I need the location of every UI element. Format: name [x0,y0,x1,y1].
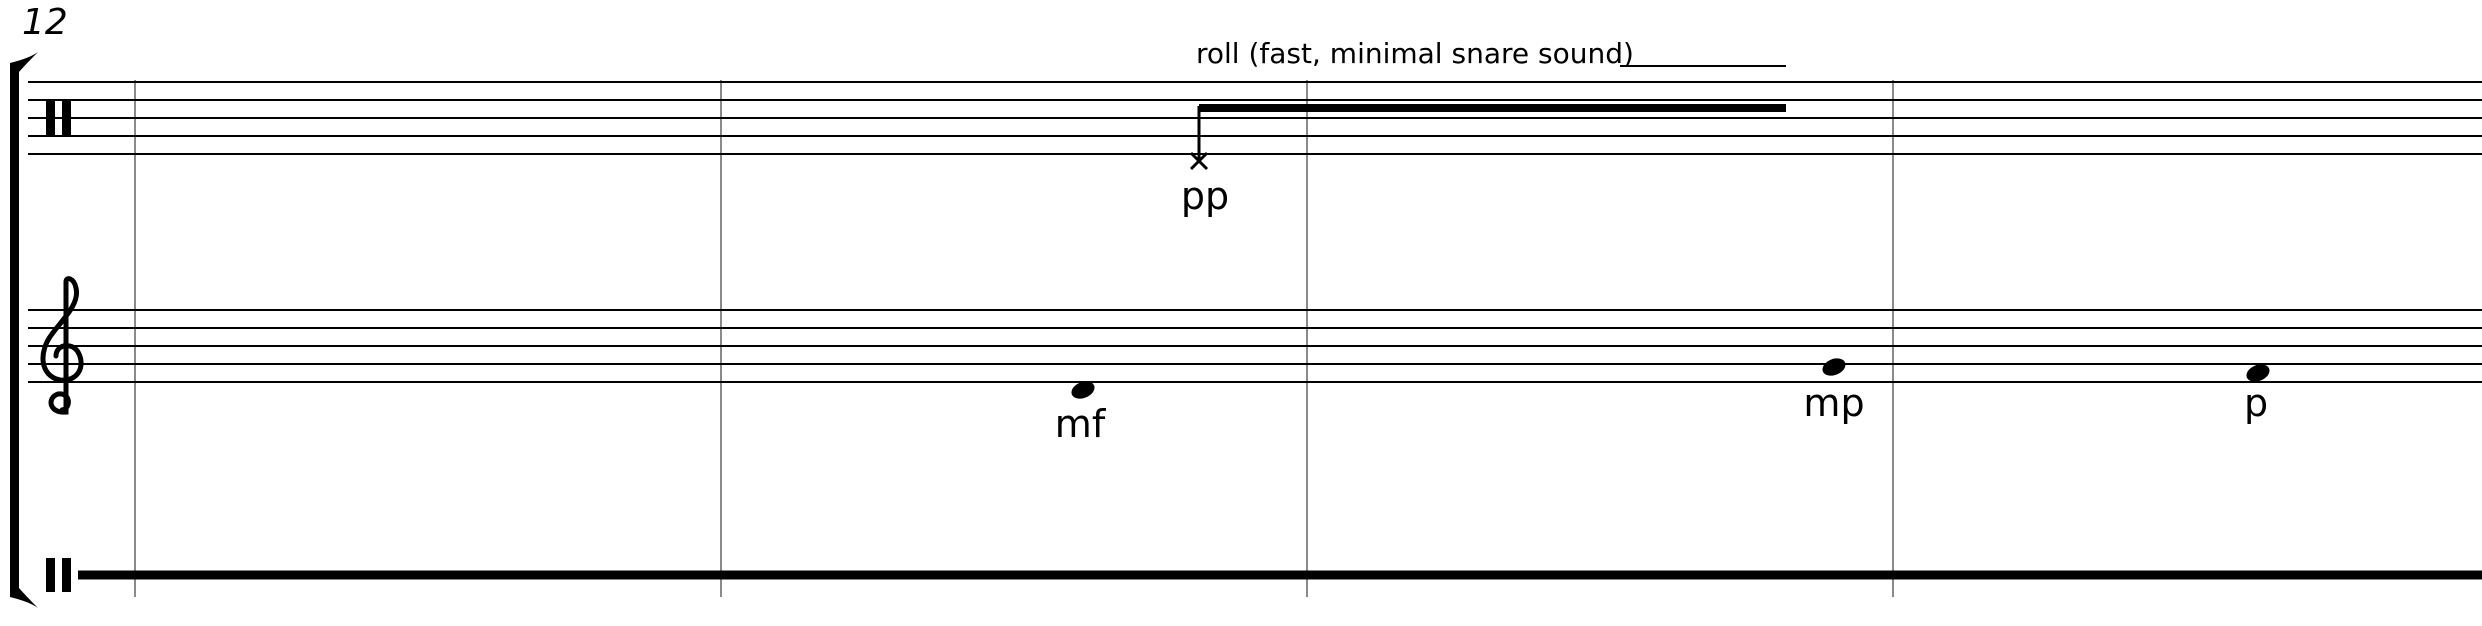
percussion-clef-icon [46,100,71,136]
dynamic-marking-mp: mp [1803,381,1865,425]
x-notehead-icon [1189,151,1209,171]
percussion-staff [28,81,2482,155]
notehead [1071,381,1095,399]
notehead [1822,358,1846,376]
dynamic-marking-pp: pp [1180,174,1230,218]
system-bracket [10,52,38,608]
notehead [2246,364,2270,382]
treble-staff [28,309,2482,383]
dynamic-marking-mf: mf [1054,402,1106,446]
barlines [134,80,1894,597]
technique-text: roll (fast, minimal snare sound) [1196,37,1634,70]
dynamic-marking-p: p [2243,381,2269,425]
treble-clef-icon [40,276,84,415]
percussion-clef-icon-lower [46,558,71,592]
measure-number: 12 [22,2,68,43]
roll-note [1189,104,1786,171]
